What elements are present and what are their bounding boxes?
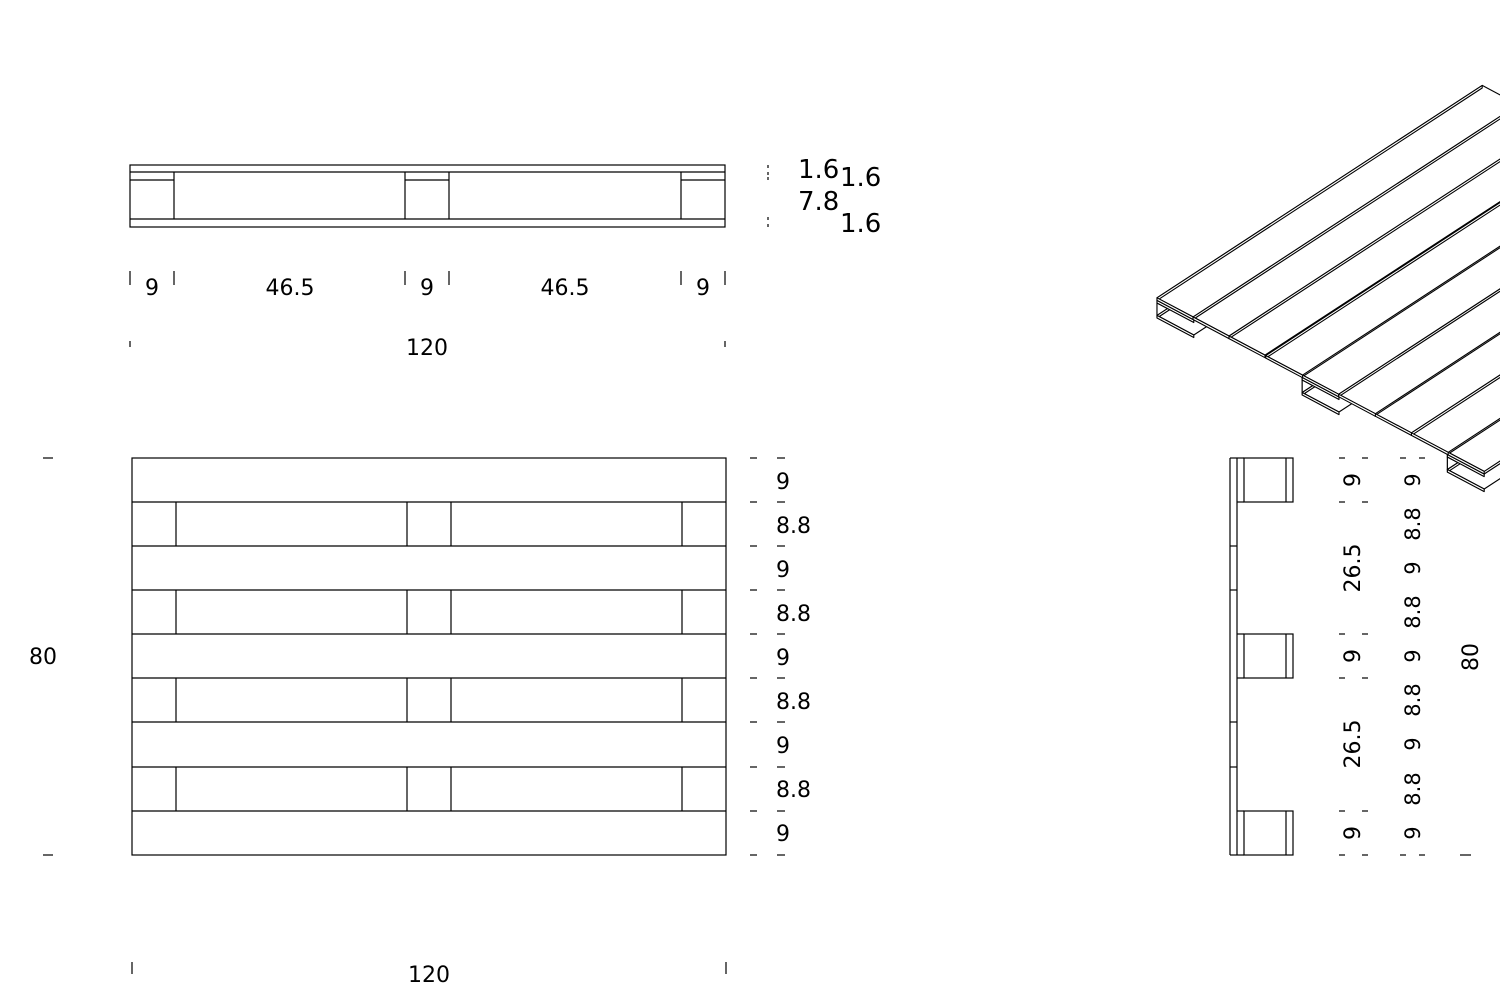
top-view — [131, 457, 727, 856]
side-col2-dim-8: 9 — [1401, 826, 1425, 839]
top-total-depth: 80 — [29, 645, 57, 670]
isometric-view — [1156, 84, 1500, 493]
top-dim-6: 9 — [776, 734, 790, 759]
side-col2-dim-1: 8.8 — [1401, 507, 1425, 540]
iso-pallet-part — [1156, 314, 1195, 339]
front-dim-2: 9 — [420, 276, 434, 301]
top-total-width: 120 — [408, 963, 450, 988]
front-height-2: 7.8 — [798, 187, 839, 217]
top-dim-1: 8.8 — [776, 514, 811, 539]
side-col1-dimensions: 9 26.5 9 26.5 9 — [1339, 457, 1368, 856]
top-dim-4: 9 — [776, 646, 790, 671]
top-dim-5: 8.8 — [776, 690, 811, 715]
side-col1-dim-2: 9 — [1341, 649, 1366, 663]
front-dim-1: 46.5 — [266, 276, 315, 301]
top-view-width-dimension: 120 — [131, 962, 727, 988]
iso-pallet-part — [1156, 297, 1194, 321]
side-total-depth: 80 — [1459, 643, 1484, 671]
side-col1-dim-1: 26.5 — [1341, 544, 1366, 593]
top-dim-2: 9 — [776, 558, 790, 583]
side-col2-dimensions: 9 8.8 9 8.8 9 8.8 9 8.8 9 — [1400, 457, 1425, 856]
side-col2-dim-0: 9 — [1401, 473, 1425, 486]
side-col2-dim-5: 8.8 — [1401, 683, 1425, 716]
side-col1-dim-3: 26.5 — [1341, 720, 1366, 769]
side-col2-dim-6: 9 — [1401, 737, 1425, 750]
front-elevation — [129, 164, 726, 228]
front-width-dimensions: 9 46.5 9 46.5 9 120 — [129, 271, 726, 361]
side-col2-dim-4: 9 — [1401, 649, 1425, 662]
front-dim-4: 9 — [696, 276, 710, 301]
top-dim-7: 8.8 — [776, 778, 811, 803]
top-view-depth-dimension: 80 — [29, 457, 57, 856]
front-dim-0: 9 — [145, 276, 159, 301]
side-col1-dim-0: 9 — [1341, 473, 1366, 487]
side-col2-dim-2: 9 — [1401, 561, 1425, 574]
side-total-dimension: 80 — [1459, 457, 1484, 856]
side-col2-dim-7: 8.8 — [1401, 772, 1425, 805]
front-height-3: 1.6 — [840, 209, 881, 239]
iso-pallet-part — [1265, 355, 1304, 379]
side-elevation — [1229, 457, 1294, 856]
iso-pallet-part — [1301, 391, 1340, 416]
front-total-width: 120 — [406, 336, 448, 361]
top-dim-0: 9 — [776, 470, 790, 495]
front-height-1: 1.6 — [840, 163, 881, 193]
front-height-dimensions: 1.6 1.6 7.8 1.6 — [767, 155, 881, 239]
front-height-0: 1.6 — [798, 155, 839, 185]
top-dim-8: 9 — [776, 822, 790, 847]
top-view-board-dimensions: 9 8.8 9 8.8 9 8.8 9 8.8 9 — [750, 457, 811, 856]
top-dim-3: 8.8 — [776, 602, 811, 627]
side-col2-dim-3: 8.8 — [1401, 595, 1425, 628]
side-col1-dim-4: 9 — [1341, 826, 1366, 840]
front-dim-3: 46.5 — [541, 276, 590, 301]
iso-pallet-part — [1446, 468, 1485, 493]
